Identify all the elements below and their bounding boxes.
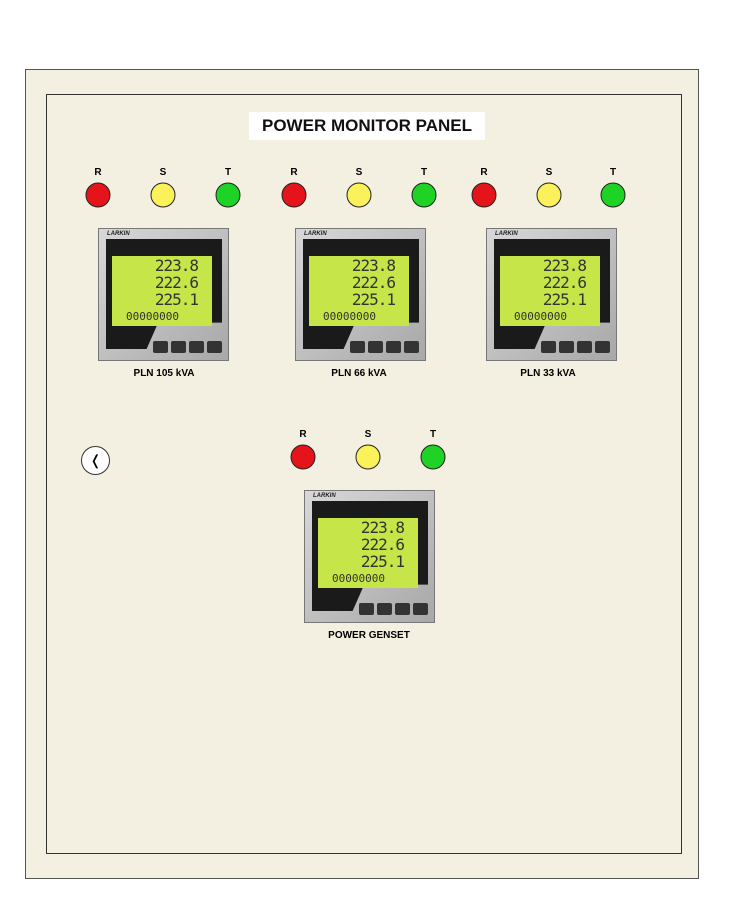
power-meter: LARKIN 223.8 222.6 225.1 00000000 [98,228,229,361]
panel-door [46,94,682,854]
meter-display: 223.8 222.6 225.1 00000000 [318,518,418,588]
power-meter: LARKIN 223.8 222.6 225.1 00000000 [295,228,426,361]
phase-label: R [290,167,298,178]
meter-button[interactable] [595,341,610,353]
voltage-s: 222.6 [542,273,587,292]
meter-label: PLN 33 kVA [520,368,576,379]
meter-button[interactable] [171,341,186,353]
meter-button[interactable] [153,341,168,353]
phase-label: R [480,167,488,178]
meter-button[interactable] [189,341,204,353]
power-meter: LARKIN 223.8 222.6 225.1 00000000 [304,490,435,623]
meter-button[interactable] [359,603,374,615]
voltage-t: 225.1 [351,290,396,309]
voltage-t: 225.1 [542,290,587,309]
voltage-t: 225.1 [154,290,199,309]
panel-title: POWER MONITOR PANEL [249,112,485,140]
phase-label: R [299,429,307,440]
meter-label: POWER GENSET [328,630,410,641]
phase-label: T [429,429,437,440]
selector-switch-icon[interactable]: ❬ [81,446,110,475]
meter-button[interactable] [368,341,383,353]
pilot-lamp-r [471,182,497,208]
pilot-lamp-r [290,444,316,470]
phase-label: S [355,167,363,178]
energy-counter: 00000000 [332,572,385,585]
meter-button[interactable] [377,603,392,615]
meter-display: 223.8 222.6 225.1 00000000 [309,256,409,326]
phase-label: T [609,167,617,178]
pilot-lamp-t [600,182,626,208]
voltage-s: 222.6 [360,535,405,554]
pilot-lamp-s [150,182,176,208]
meter-button[interactable] [350,341,365,353]
voltage-t: 225.1 [360,552,405,571]
pilot-lamp-s [346,182,372,208]
meter-brand: LARKIN [107,231,130,237]
meter-label: PLN 105 kVA [133,368,195,379]
energy-counter: 00000000 [126,310,179,323]
meter-button[interactable] [577,341,592,353]
pilot-lamp-r [281,182,307,208]
phase-label: R [94,167,102,178]
voltage-r: 223.8 [351,256,396,275]
voltage-r: 223.8 [542,256,587,275]
pilot-lamp-s [536,182,562,208]
meter-button[interactable] [413,603,428,615]
energy-counter: 00000000 [323,310,376,323]
power-meter: LARKIN 223.8 222.6 225.1 00000000 [486,228,617,361]
meter-brand: LARKIN [313,493,336,499]
voltage-r: 223.8 [154,256,199,275]
phase-label: T [224,167,232,178]
meter-label: PLN 66 kVA [331,368,387,379]
phase-label: S [364,429,372,440]
meter-brand: LARKIN [495,231,518,237]
voltage-s: 222.6 [154,273,199,292]
meter-button[interactable] [386,341,401,353]
meter-button[interactable] [395,603,410,615]
pilot-lamp-t [411,182,437,208]
meter-button[interactable] [541,341,556,353]
voltage-s: 222.6 [351,273,396,292]
pilot-lamp-t [420,444,446,470]
meter-brand: LARKIN [304,231,327,237]
phase-label: S [545,167,553,178]
voltage-r: 223.8 [360,518,405,537]
meter-display: 223.8 222.6 225.1 00000000 [500,256,600,326]
phase-label: T [420,167,428,178]
pilot-lamp-s [355,444,381,470]
phase-label: S [159,167,167,178]
meter-button[interactable] [207,341,222,353]
meter-button[interactable] [404,341,419,353]
meter-button[interactable] [559,341,574,353]
meter-display: 223.8 222.6 225.1 00000000 [112,256,212,326]
pilot-lamp-t [215,182,241,208]
pilot-lamp-r [85,182,111,208]
energy-counter: 00000000 [514,310,567,323]
